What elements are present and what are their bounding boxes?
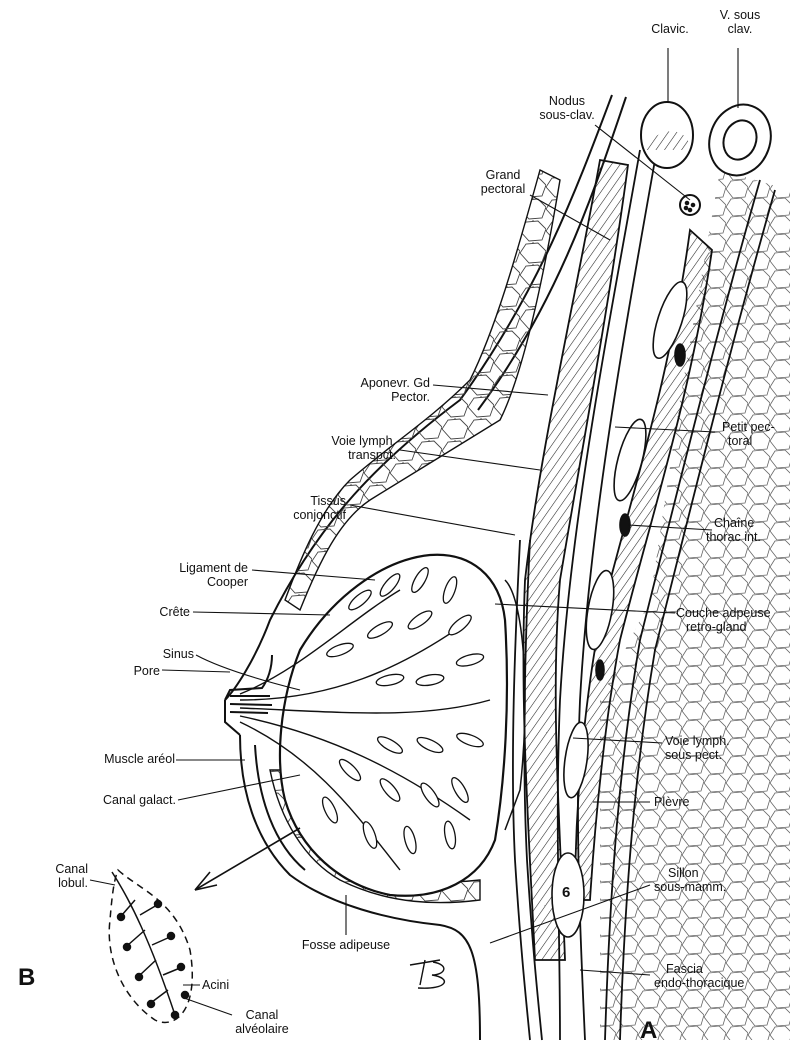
- label-muscle-areol: Muscle aréol: [70, 752, 175, 766]
- label-voie-transp-1: Voie lymph.: [296, 434, 396, 448]
- label-fosse-adipeuse: Fosse adipeuse: [286, 938, 406, 952]
- label-sillon-1: Sillon: [668, 866, 699, 880]
- label-crete: Crête: [130, 605, 190, 619]
- label-couche-2: retro-gland: [686, 620, 746, 634]
- label-fascia-2: endo-thoracique: [654, 976, 744, 990]
- label-v-sous-clav-1: V. sous: [712, 8, 768, 22]
- label-pore: Pore: [100, 664, 160, 678]
- label-grand-pectoral-2: pectoral: [470, 182, 536, 196]
- label-canal-galact: Canal galact.: [70, 793, 176, 807]
- label-clavic: Clavic.: [640, 22, 700, 36]
- label-sillon-2: sous-mamm.: [654, 880, 726, 894]
- label-chaine-1: Chaîne: [714, 516, 754, 530]
- label-couche-1: Couche adpeuse: [676, 606, 771, 620]
- label-canal-alv-1: Canal: [222, 1008, 302, 1022]
- label-acini: Acini: [202, 978, 229, 992]
- rib-number: 6: [562, 886, 570, 900]
- label-canal-alv-2: alvéolaire: [222, 1022, 302, 1036]
- label-grand-pectoral-1: Grand: [470, 168, 536, 182]
- label-aponevr-2: Pector.: [330, 390, 430, 404]
- label-nodus-2: sous-clav.: [527, 108, 607, 122]
- label-sinus: Sinus: [134, 647, 194, 661]
- label-canal-lobul-1: Canal: [30, 862, 88, 876]
- label-petit-pectoral-2: toral: [728, 434, 752, 448]
- panel-label-a: A: [640, 1018, 657, 1044]
- label-plevre: Plèvre: [654, 795, 689, 809]
- label-aponevr-1: Aponevr. Gd: [330, 376, 430, 390]
- label-canal-lobul-2: lobul.: [30, 876, 88, 890]
- panel-label-b: B: [18, 965, 35, 991]
- label-fascia-1: Fascia: [666, 962, 703, 976]
- label-tissus-2: conjonctif: [246, 508, 346, 522]
- label-voie-sous-1: Voie lymph.: [665, 734, 730, 748]
- label-voie-transp-2: transpct.: [296, 448, 396, 462]
- label-v-sous-clav-2: clav.: [712, 22, 768, 36]
- label-nodus-1: Nodus: [527, 94, 607, 108]
- label-ligament-2: Cooper: [148, 575, 248, 589]
- label-chaine-2: thorac int.: [706, 530, 761, 544]
- label-voie-sous-2: sous pect.: [665, 748, 722, 762]
- label-ligament-1: Ligament de: [148, 561, 248, 575]
- label-petit-pectoral-1: Petit pec-: [722, 420, 775, 434]
- artist-signature: [410, 960, 444, 988]
- label-tissus-1: Tissus: [246, 494, 346, 508]
- lobule-detail: [109, 870, 192, 1022]
